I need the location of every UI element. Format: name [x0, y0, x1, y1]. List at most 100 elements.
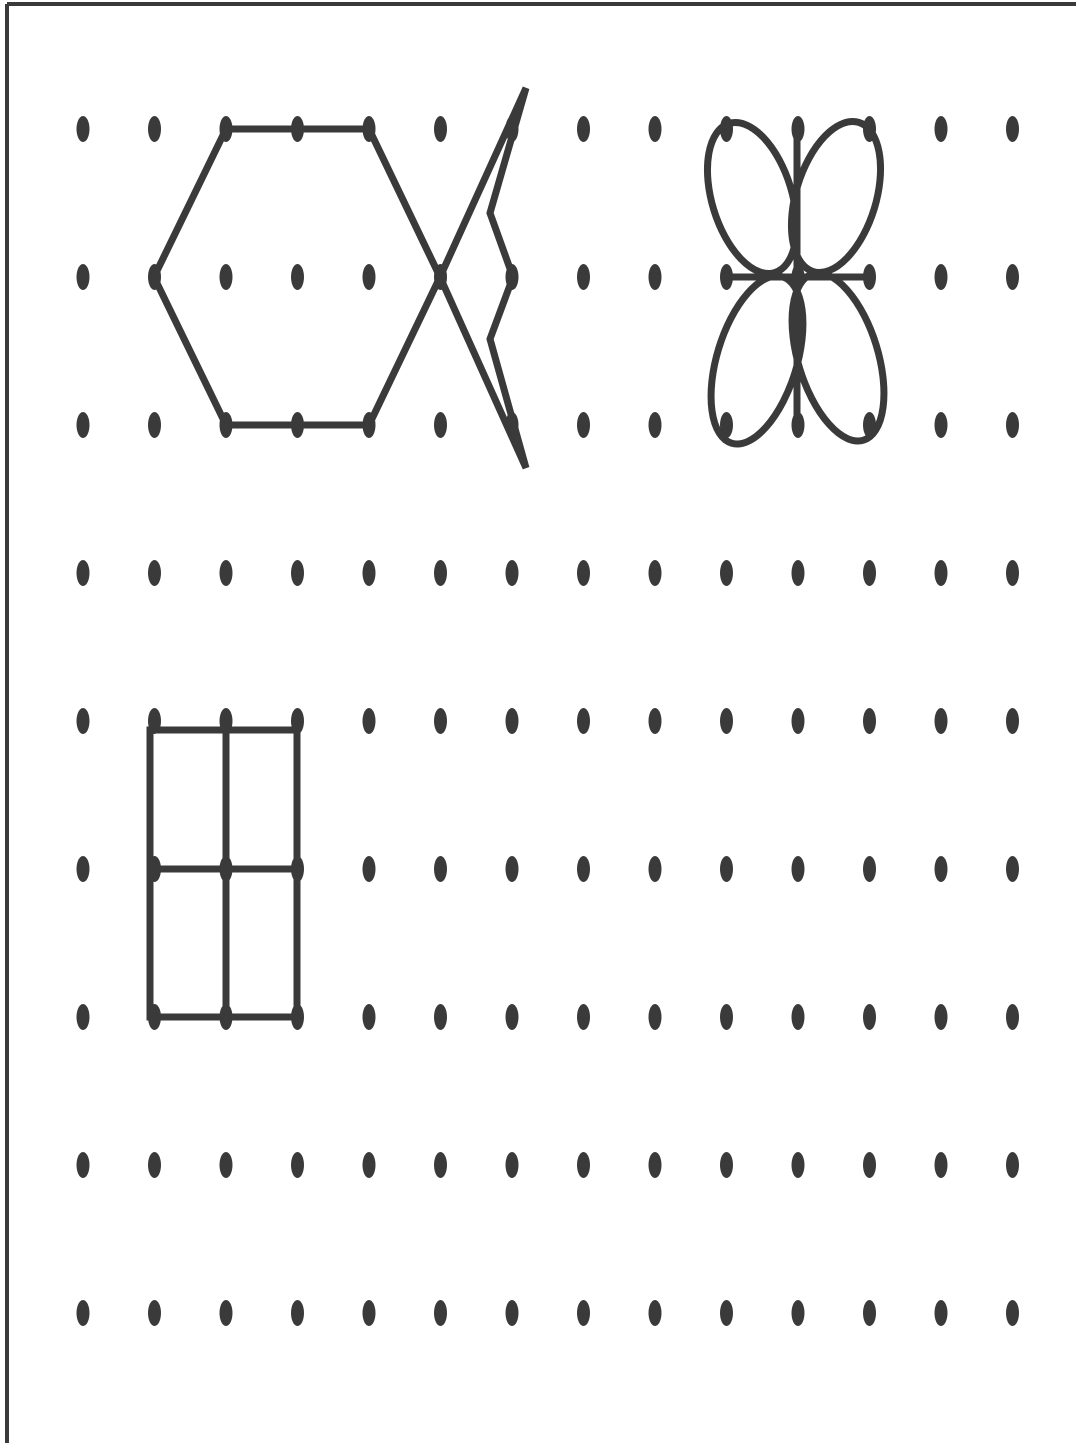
grid-dot: [935, 116, 948, 142]
grid-dot: [220, 560, 233, 586]
grid-dot: [649, 708, 662, 734]
grid-dot: [577, 412, 590, 438]
grid-dot: [720, 708, 733, 734]
grid-dot: [291, 560, 304, 586]
dot-grid: [77, 116, 1020, 1326]
grid-dot: [935, 1152, 948, 1178]
grid-dot: [506, 856, 519, 882]
grid-dot: [148, 412, 161, 438]
grid-dot: [935, 1004, 948, 1030]
grid-dot: [1006, 116, 1019, 142]
grid-dot: [720, 856, 733, 882]
grid-dot: [77, 708, 90, 734]
grid-dot: [434, 560, 447, 586]
grid-dot: [577, 856, 590, 882]
grid-dot: [792, 1300, 805, 1326]
page-frame: [7, 4, 1076, 1443]
grid-dot: [577, 1152, 590, 1178]
grid-dot: [434, 1152, 447, 1178]
grid-dot: [220, 264, 233, 290]
grid-dot: [77, 560, 90, 586]
grid-dot: [506, 560, 519, 586]
grid-dot: [1006, 1300, 1019, 1326]
grid-dot: [77, 412, 90, 438]
grid-dot: [434, 708, 447, 734]
grid-dot: [649, 1300, 662, 1326]
grid-dot: [291, 1152, 304, 1178]
grid-dot: [77, 856, 90, 882]
grid-dot: [649, 412, 662, 438]
grid-dot: [720, 1300, 733, 1326]
grid-dot: [506, 708, 519, 734]
grid-dot: [363, 1300, 376, 1326]
grid-dot: [649, 1152, 662, 1178]
grid-dot: [863, 708, 876, 734]
grid-dot: [863, 1004, 876, 1030]
grid-dot: [1006, 856, 1019, 882]
grid-dot: [506, 1152, 519, 1178]
grid-dot: [935, 856, 948, 882]
grid-dot: [935, 560, 948, 586]
grid-dot: [506, 1004, 519, 1030]
grid-dot: [506, 1300, 519, 1326]
grid-dot: [792, 1004, 805, 1030]
hexagon-figure: [154, 88, 526, 468]
grid-dot: [577, 1300, 590, 1326]
grid-dot: [577, 708, 590, 734]
grid-dot: [863, 1152, 876, 1178]
grid-dot: [863, 560, 876, 586]
grid-dot: [434, 116, 447, 142]
grid-dot: [148, 1300, 161, 1326]
grid-dot: [792, 1152, 805, 1178]
grid-dot: [577, 264, 590, 290]
grid-dot: [577, 1004, 590, 1030]
grid-dot: [649, 264, 662, 290]
grid-dot: [148, 560, 161, 586]
grid-dot: [1006, 412, 1019, 438]
grid-dot: [577, 560, 590, 586]
grid-dot: [220, 1152, 233, 1178]
grid-dot: [863, 856, 876, 882]
zigzag-arrow: [440, 88, 526, 468]
grid-dot: [1006, 264, 1019, 290]
grid-dot: [720, 560, 733, 586]
grid-dot: [792, 856, 805, 882]
grid-dot: [935, 412, 948, 438]
grid-dot: [1006, 560, 1019, 586]
grid-dot: [720, 1152, 733, 1178]
grid-dot: [363, 856, 376, 882]
grid-dot: [935, 708, 948, 734]
grid-dot: [363, 708, 376, 734]
grid-dot: [720, 1004, 733, 1030]
grid-dot: [363, 1152, 376, 1178]
grid-dot: [77, 264, 90, 290]
grid-dot: [577, 116, 590, 142]
grid-dot: [792, 560, 805, 586]
grid-dot: [434, 1004, 447, 1030]
grid-dot: [792, 708, 805, 734]
grid-dot: [935, 264, 948, 290]
grid-dot: [291, 1300, 304, 1326]
grid-dot: [863, 1300, 876, 1326]
grid-dot: [291, 264, 304, 290]
grid-dot: [434, 1300, 447, 1326]
grid-dot: [649, 560, 662, 586]
grid-dot: [649, 1004, 662, 1030]
grid-dot: [1006, 1152, 1019, 1178]
rectangle-grid-figure: [150, 716, 297, 1017]
grid-dot: [434, 412, 447, 438]
grid-dot: [363, 560, 376, 586]
grid-dot: [363, 1004, 376, 1030]
grid-dot: [77, 1152, 90, 1178]
grid-dot: [935, 1300, 948, 1326]
grid-dot: [148, 1152, 161, 1178]
grid-dot: [1006, 708, 1019, 734]
grid-dot: [434, 856, 447, 882]
grid-dot: [649, 116, 662, 142]
grid-dot: [649, 856, 662, 882]
grid-dot: [77, 1004, 90, 1030]
grid-dot: [148, 116, 161, 142]
grid-dot: [363, 264, 376, 290]
grid-dot: [220, 1300, 233, 1326]
